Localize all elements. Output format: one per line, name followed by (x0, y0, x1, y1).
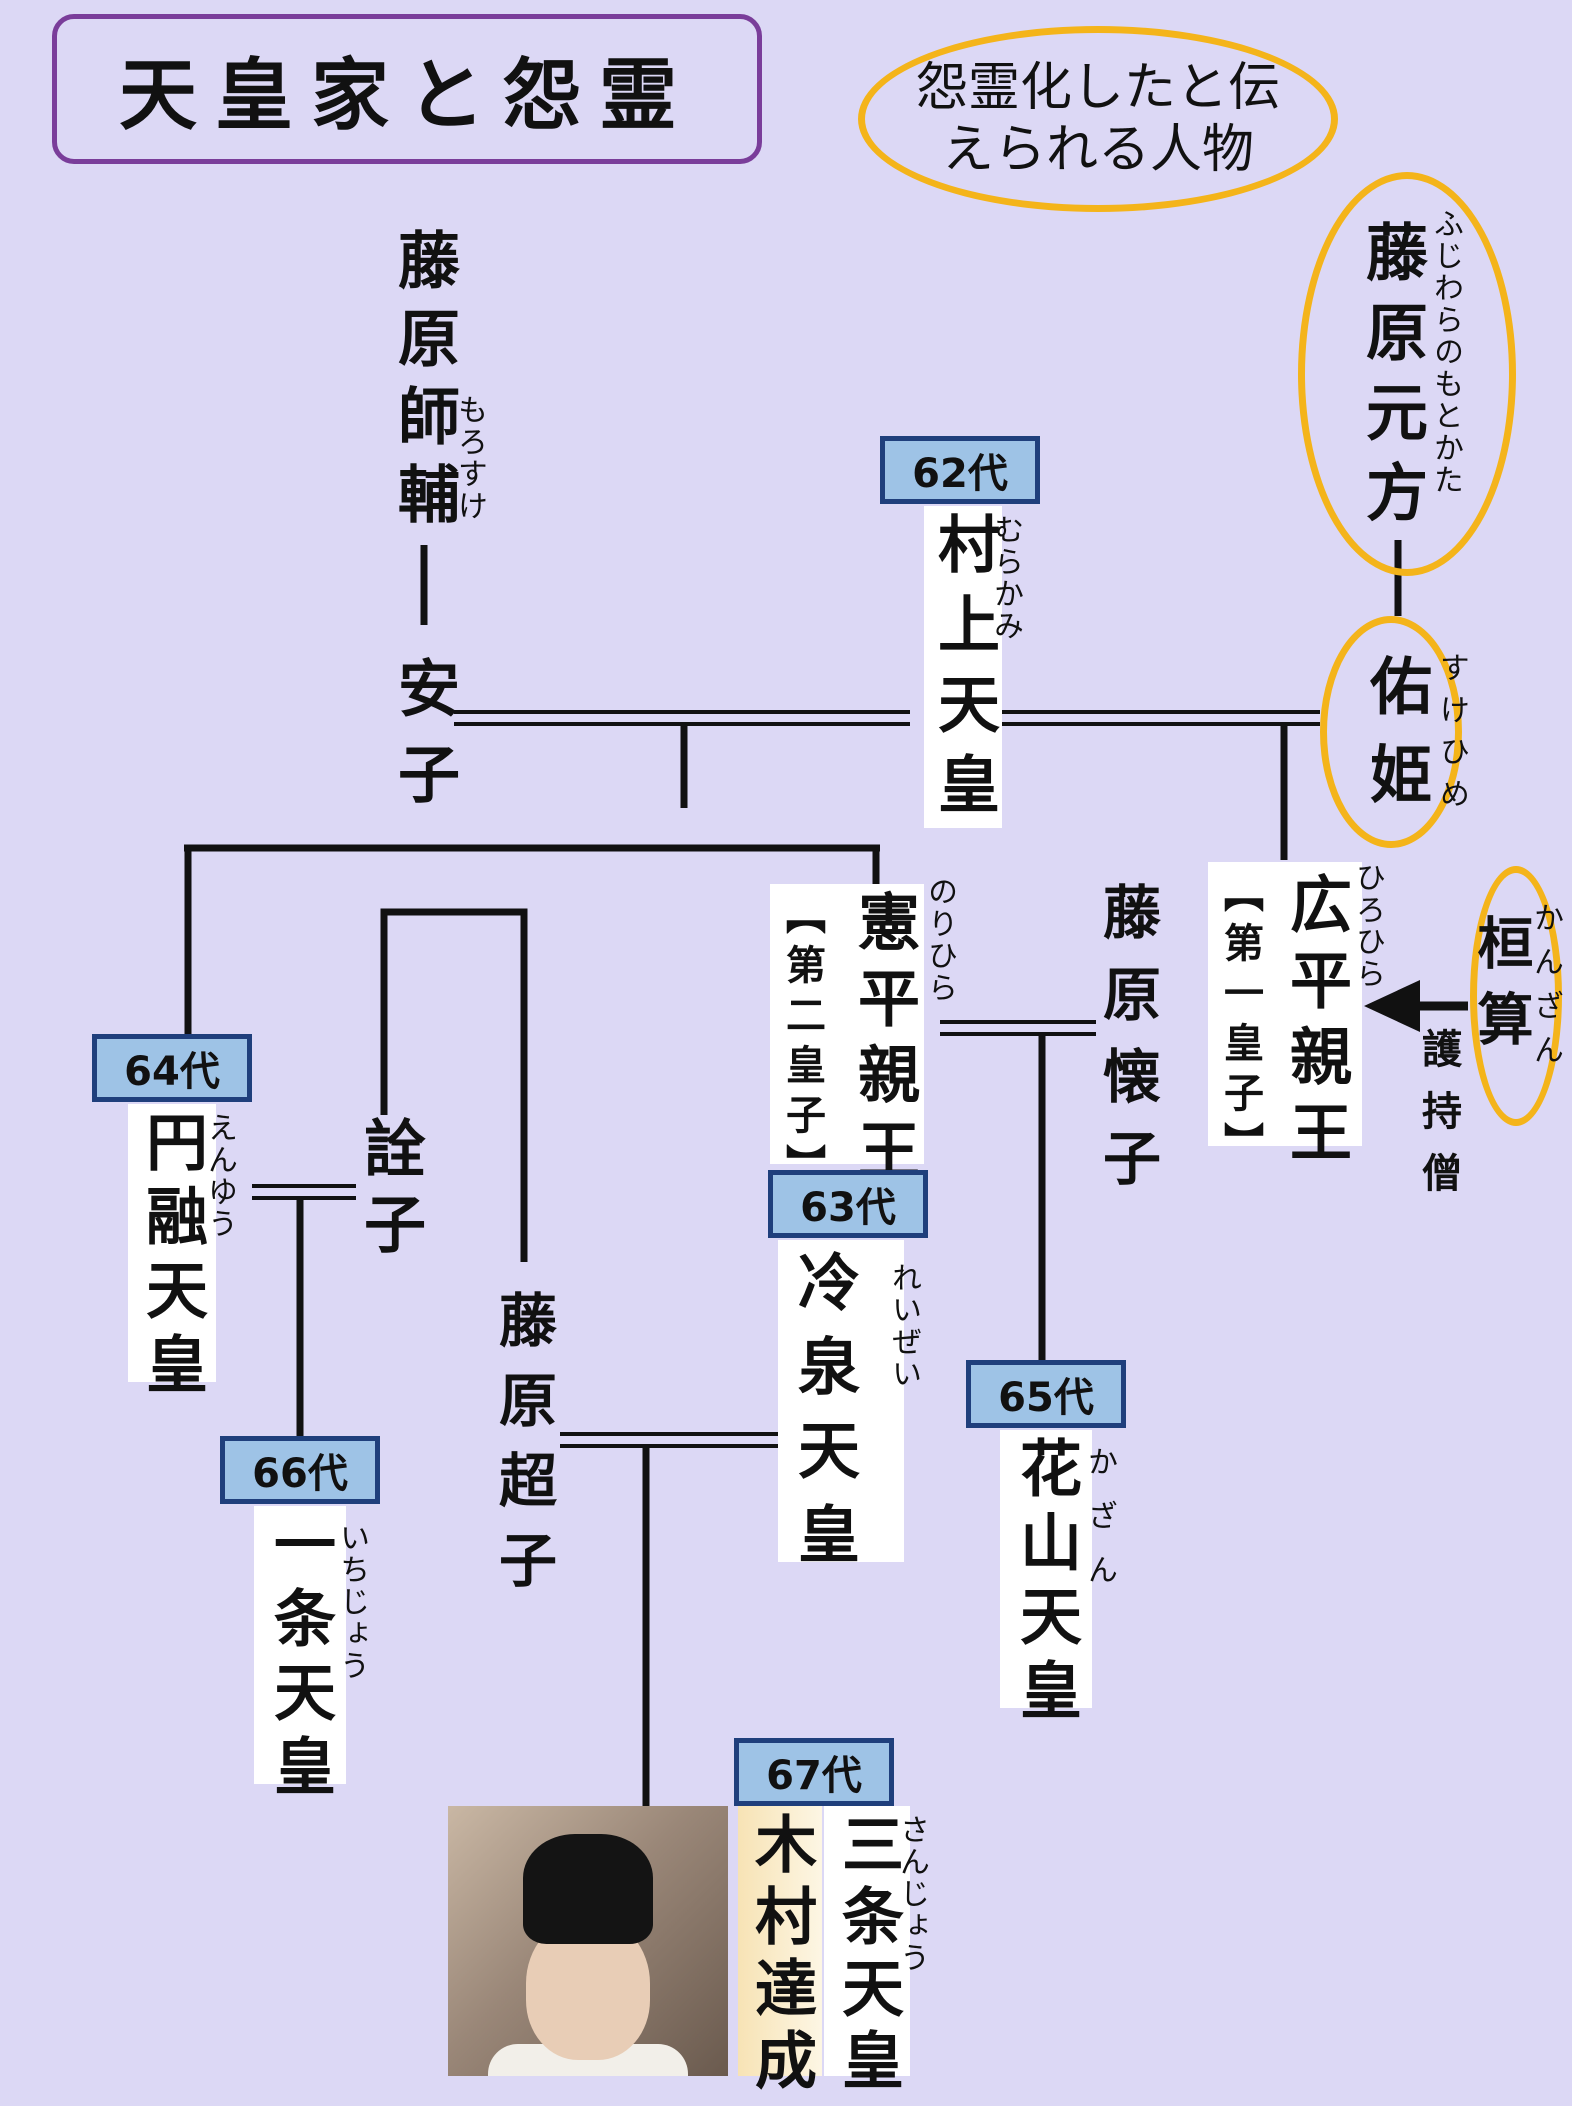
reading-morosuke: もろすけ (452, 394, 487, 522)
name-motokata: 藤原元方 (1355, 220, 1428, 540)
name-morosuke: 藤原師輔 (387, 228, 460, 540)
reading-ichijo: いちじょう (334, 1522, 369, 1682)
name-panel-murakami: 村上天皇 (924, 506, 1002, 832)
actor-panel-sanjo: 木村達成 (738, 1806, 822, 2100)
gen-badge-sanjo: 67代 (734, 1738, 894, 1806)
gen-badge-kazan: 65代 (966, 1360, 1126, 1428)
reading-kazan: かざん (1082, 1446, 1117, 1608)
reading-sukehime: すけひめ (1434, 652, 1469, 820)
name-anshi: 安子 (387, 656, 460, 828)
name-sukehime: 佑姫 (1359, 654, 1432, 830)
name-sanjo: 三条天皇 (831, 1812, 904, 2100)
role-kanzan: 護持僧 (1415, 1028, 1461, 1214)
name-kaishi: 藤原懐子 (1093, 882, 1161, 1210)
page-title: 天皇家と怨霊 (118, 50, 695, 141)
gen-badge-enyu: 64代 (92, 1034, 252, 1102)
reading-murakami: むらかみ (988, 514, 1023, 642)
legend-oval: 怨霊化したと伝えられる人物 (858, 26, 1338, 212)
portrait-photo (448, 1806, 728, 2076)
onryo-oval-kanzan (1470, 866, 1562, 1126)
reading-enyu: えんゆう (202, 1112, 237, 1240)
name-kanzan: 桓算 (1468, 914, 1533, 1066)
gen-badge-murakami: 62代 (880, 436, 1040, 504)
name-panel-norihira: 【第二皇子】 憲平親王 (770, 884, 924, 1194)
name-enyu: 円融天皇 (135, 1110, 208, 1406)
name-panel-reizei: 冷泉天皇 (778, 1240, 904, 1586)
photo-hat (523, 1834, 653, 1944)
reading-sanjo: さんじょう (894, 1814, 929, 1974)
name-panel-kazan: 花山天皇 (1000, 1430, 1092, 1732)
reading-hirohira: ひろひら (1350, 862, 1385, 990)
name-murakami: 村上天皇 (927, 512, 1000, 832)
reading-reizei: れいぜい (886, 1262, 921, 1390)
reading-kanzan: かんざん (1528, 902, 1563, 1078)
legend-text: 怨霊化したと伝えられる人物 (915, 58, 1280, 180)
onryo-oval-sukehime (1320, 616, 1462, 848)
name-kazan: 花山天皇 (1009, 1436, 1082, 1732)
name-panel-hirohira: 【第一皇子】 広平親王 (1208, 862, 1362, 1176)
name-choshi: 藤原超子 (489, 1290, 557, 1610)
name-reizei: 冷泉天皇 (787, 1250, 860, 1586)
reading-motokata: ふじわらのもとかた (1428, 208, 1463, 496)
gen-badge-reizei: 63代 (768, 1170, 928, 1238)
name-panel-enyu: 円融天皇 (128, 1104, 216, 1406)
name-hirohira: 広平親王 (1279, 872, 1352, 1176)
actor-sanjo: 木村達成 (744, 1812, 817, 2100)
rank-norihira: 【第二皇子】 (779, 894, 825, 1194)
rank-hirohira: 【第一皇子】 (1217, 872, 1263, 1172)
title-box: 天皇家と怨霊 (52, 14, 762, 164)
name-norihira: 憲平親王 (847, 890, 920, 1194)
reading-norihira: のりひら (922, 876, 957, 1004)
name-senshi: 詮子 (353, 1116, 426, 1268)
name-panel-ichijo: 一条天皇 (254, 1506, 346, 1808)
gen-badge-ichijo: 66代 (220, 1436, 380, 1504)
onryo-oval-motokata (1298, 172, 1516, 576)
arrow-left-icon (1364, 980, 1420, 1032)
name-panel-sanjo: 三条天皇 (824, 1806, 910, 2100)
name-ichijo: 一条天皇 (263, 1512, 336, 1808)
line-senshi-choshi-bracket (380, 908, 528, 1262)
